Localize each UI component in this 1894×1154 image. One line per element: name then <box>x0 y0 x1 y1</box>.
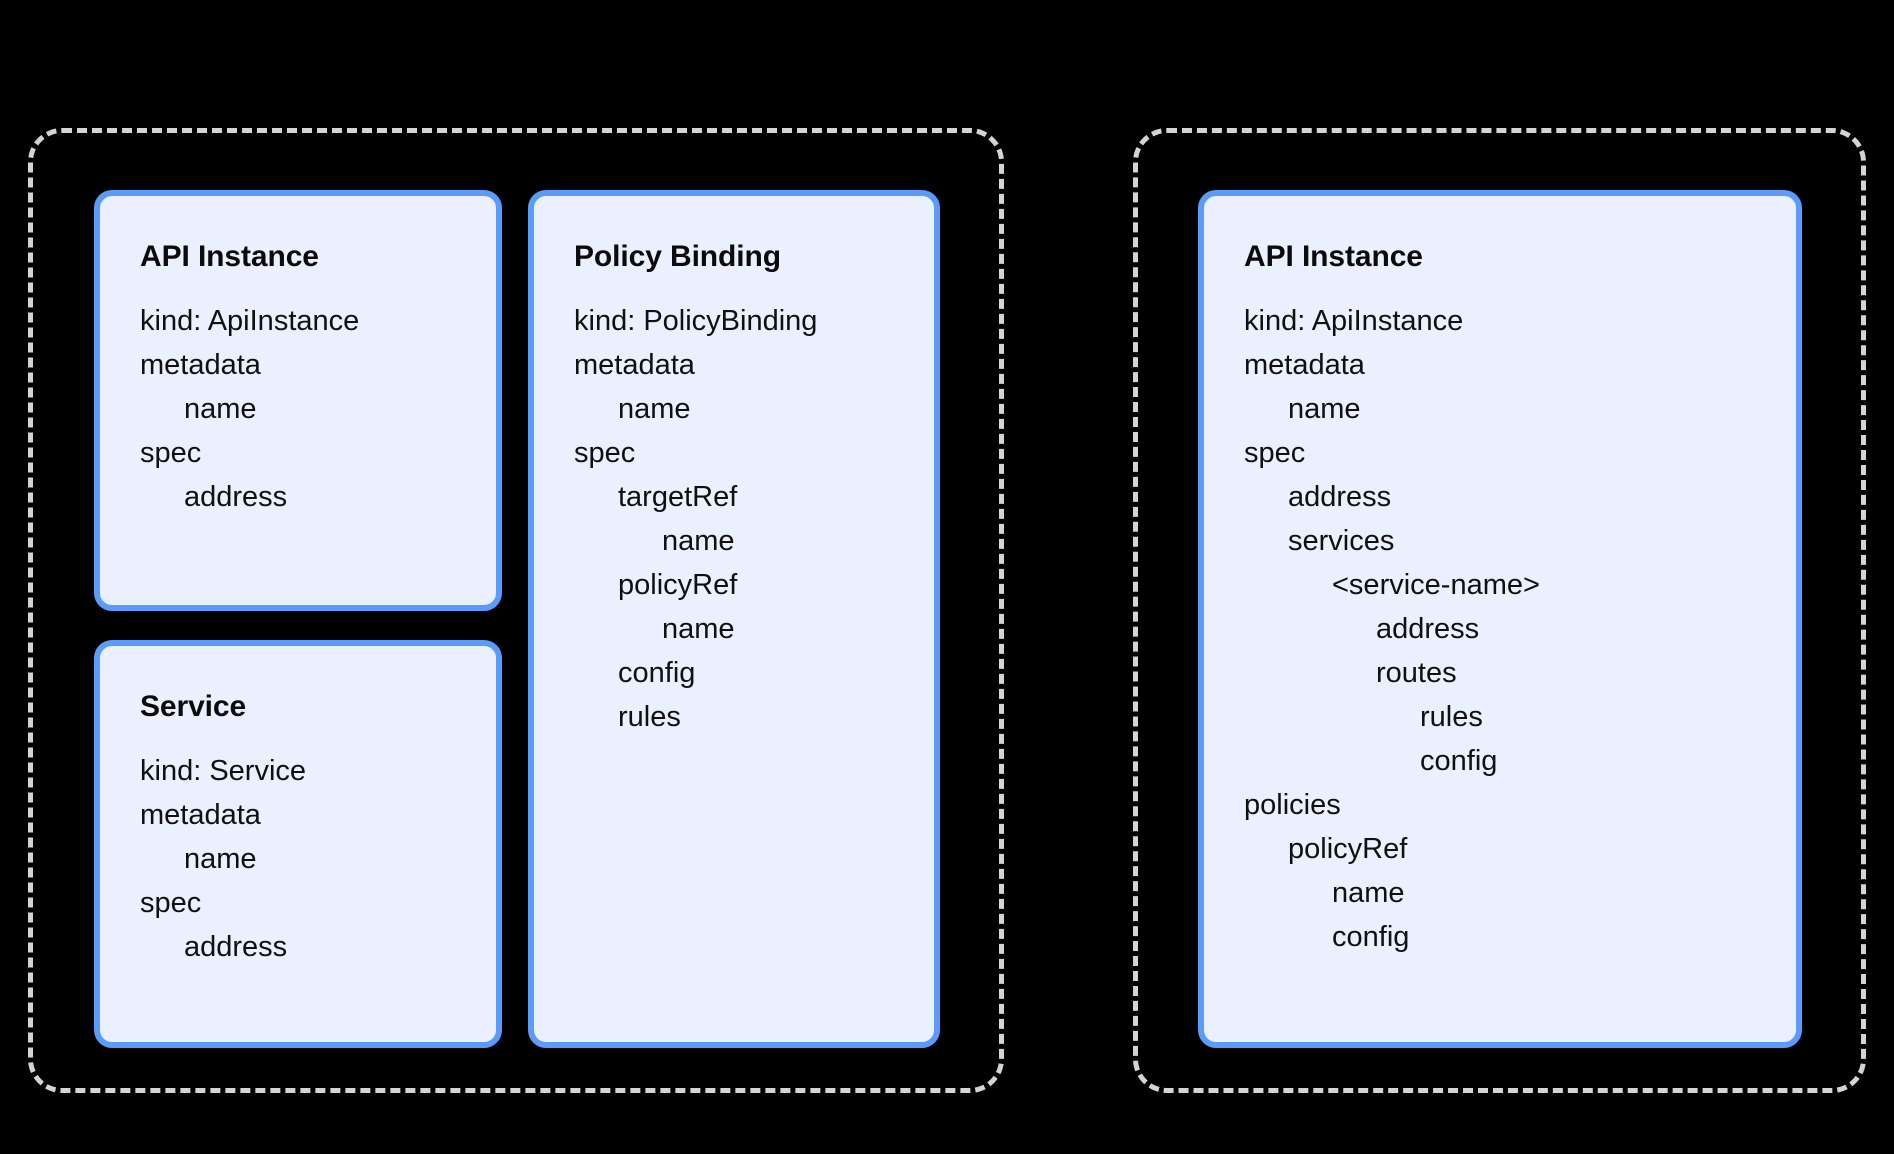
field-row: config <box>1420 745 1498 777</box>
field-row: name <box>662 525 735 557</box>
card-policy-binding[interactable]: Policy Binding kind: PolicyBinding metad… <box>528 190 940 1048</box>
field-row: config <box>1332 921 1410 953</box>
field-row: name <box>1288 393 1361 425</box>
card-title: Policy Binding <box>574 240 781 273</box>
card-title: API Instance <box>140 240 319 273</box>
field-row: name <box>618 393 691 425</box>
field-row: kind: ApiInstance <box>1244 305 1464 337</box>
field-row: spec <box>1244 437 1306 469</box>
card-title: API Instance <box>1244 240 1423 273</box>
field-row: name <box>662 613 735 645</box>
group-right-container <box>1133 128 1866 1093</box>
field-row: policies <box>1244 789 1341 821</box>
field-row: policyRef <box>1288 833 1408 865</box>
card-api-instance-right[interactable]: API Instance kind: ApiInstance metadata … <box>1198 190 1802 1048</box>
field-row: config <box>618 657 696 689</box>
card-title: Service <box>140 690 247 723</box>
group-left-container <box>28 128 1004 1093</box>
field-row: rules <box>1420 701 1483 733</box>
field-list: kind: PolicyBinding metadata name spec t… <box>534 299 934 739</box>
field-row: address <box>184 931 288 963</box>
field-row: targetRef <box>618 481 738 513</box>
field-row: kind: PolicyBinding <box>574 305 818 337</box>
field-row: metadata <box>1244 349 1365 381</box>
field-list: kind: Service metadata name spec address <box>100 749 496 969</box>
field-list: kind: ApiInstance metadata name spec add… <box>1204 299 1796 959</box>
field-row: name <box>184 843 257 875</box>
field-row: metadata <box>140 799 261 831</box>
field-row: kind: Service <box>140 755 307 787</box>
card-api-instance-left[interactable]: API Instance kind: ApiInstance metadata … <box>94 190 502 611</box>
field-row: routes <box>1376 657 1457 689</box>
field-list: kind: ApiInstance metadata name spec add… <box>100 299 496 519</box>
field-row: rules <box>618 701 681 733</box>
field-row: spec <box>140 437 202 469</box>
field-row: name <box>184 393 257 425</box>
field-row: kind: ApiInstance <box>140 305 360 337</box>
field-row: address <box>1288 481 1392 513</box>
field-row: metadata <box>140 349 261 381</box>
field-row: name <box>1332 877 1405 909</box>
field-row: address <box>184 481 288 513</box>
field-row: spec <box>574 437 636 469</box>
field-row: spec <box>140 887 202 919</box>
field-row: policyRef <box>618 569 738 601</box>
field-row: metadata <box>574 349 695 381</box>
field-row: services <box>1288 525 1395 557</box>
field-row: address <box>1376 613 1480 645</box>
card-service[interactable]: Service kind: Service metadata name spec… <box>94 640 502 1048</box>
field-row: <service-name> <box>1332 569 1540 601</box>
